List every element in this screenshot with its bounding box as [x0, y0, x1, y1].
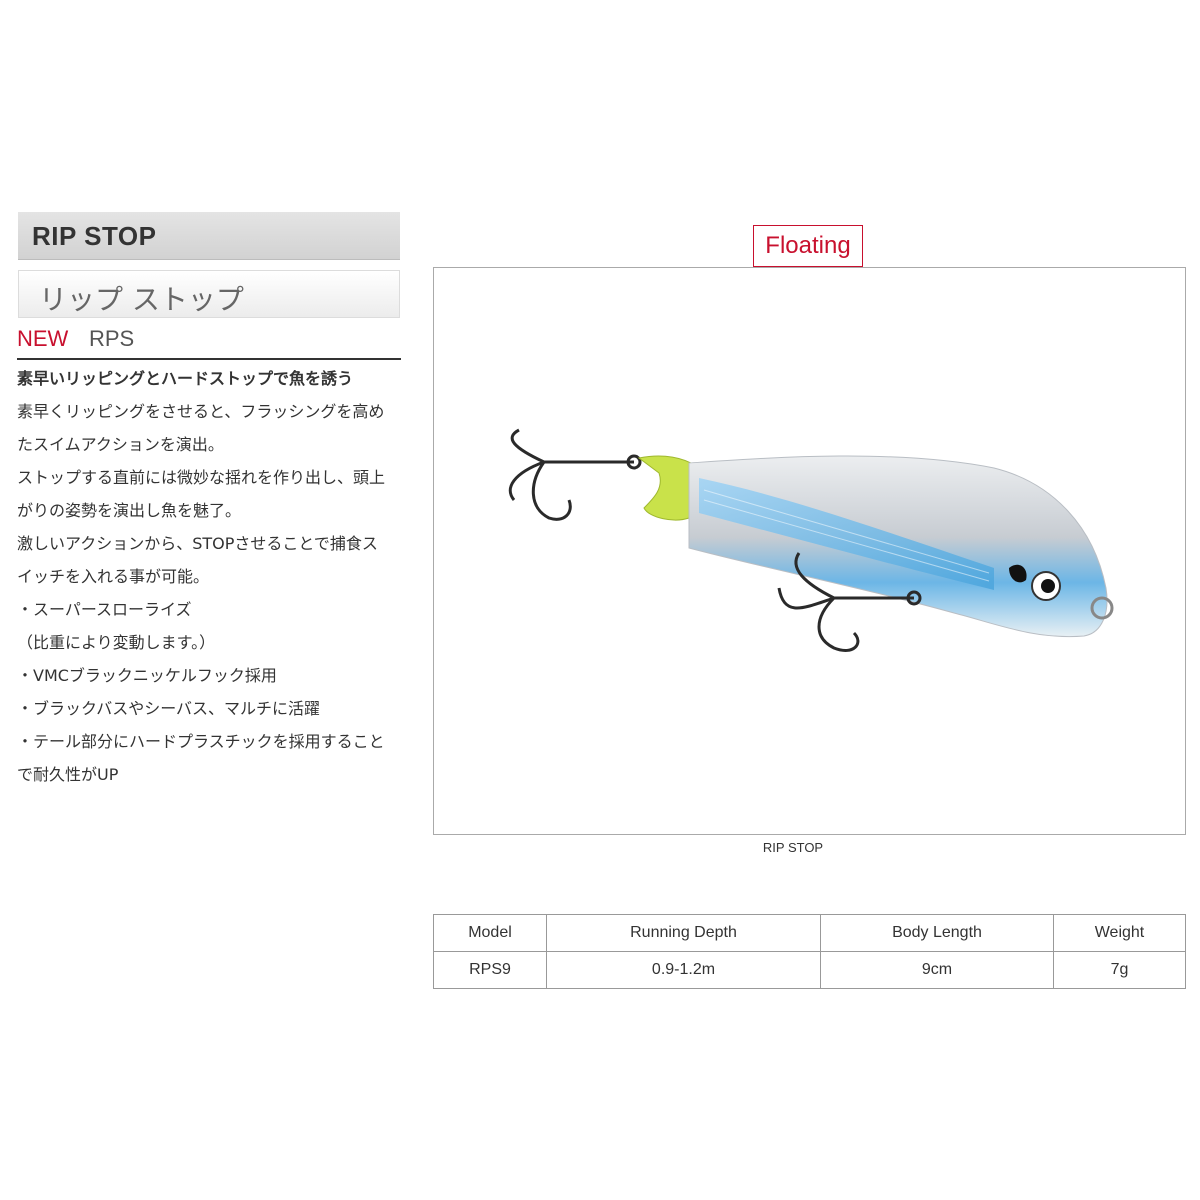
lure-photo-frame: [433, 267, 1186, 835]
description-line: ・VMCブラックニッケルフック採用: [17, 666, 277, 685]
description-line: ストップする直前には微妙な揺れを作り出し、頭上: [17, 468, 386, 487]
floating-label: Floating: [753, 225, 863, 267]
product-title-bar: RIP STOP: [18, 212, 400, 260]
description-line: 素早くリッピングをさせると、フラッシングを高め: [17, 402, 385, 421]
description-line: （比重により変動します。）: [17, 633, 216, 652]
rear-hook-icon: [508, 428, 642, 521]
header-model: Model: [433, 914, 547, 952]
badge-row: NEW RPS: [17, 326, 401, 360]
product-subtitle: リップ ストップ: [39, 283, 244, 316]
product-code: RPS: [89, 326, 135, 351]
cell-running-depth: 0.9-1.2m: [546, 951, 821, 989]
description-line: イッチを入れる事が可能。: [17, 567, 210, 586]
header-running-depth: Running Depth: [546, 914, 821, 952]
table-row: RPS9 0.9-1.2m 9cm 7g: [433, 951, 1186, 989]
description-line: ・テール部分にハードプラスチックを採用すること: [17, 732, 385, 751]
specs-table: Model Running Depth Body Length Weight R…: [433, 914, 1186, 989]
description-line: ・スーパースローライズ: [17, 600, 192, 619]
cell-body-length: 9cm: [820, 951, 1054, 989]
product-description: 素早いリッピングとハードストップで魚を誘う 素早くリッピングをさせると、フラッシ…: [17, 362, 407, 791]
description-line: 激しいアクションから、STOPさせることで捕食ス: [17, 534, 378, 553]
cell-weight: 7g: [1053, 951, 1186, 989]
line-tie-ring: [1090, 596, 1114, 620]
lure-tail: [637, 455, 697, 521]
product-subtitle-bar: リップ ストップ: [18, 270, 400, 318]
description-line: で耐久性がUP: [17, 765, 119, 784]
new-badge: NEW: [17, 326, 69, 351]
description-line: ・ブラックバスやシーバス、マルチに活躍: [17, 699, 321, 718]
product-title: RIP STOP: [32, 221, 157, 251]
cell-model: RPS9: [433, 951, 547, 989]
belly-hook-icon: [777, 552, 922, 652]
header-weight: Weight: [1053, 914, 1186, 952]
lure-stripe: [699, 478, 994, 590]
description-line: たスイムアクションを演出。: [17, 435, 224, 454]
header-body-length: Body Length: [820, 914, 1054, 952]
description-line: がりの姿勢を演出し魚を魅了。: [17, 501, 242, 520]
description-headline: 素早いリッピングとハードストップで魚を誘う: [17, 369, 354, 388]
table-header-row: Model Running Depth Body Length Weight: [433, 914, 1186, 952]
image-caption: RIP STOP: [762, 840, 824, 855]
lure-image: [508, 428, 1114, 652]
